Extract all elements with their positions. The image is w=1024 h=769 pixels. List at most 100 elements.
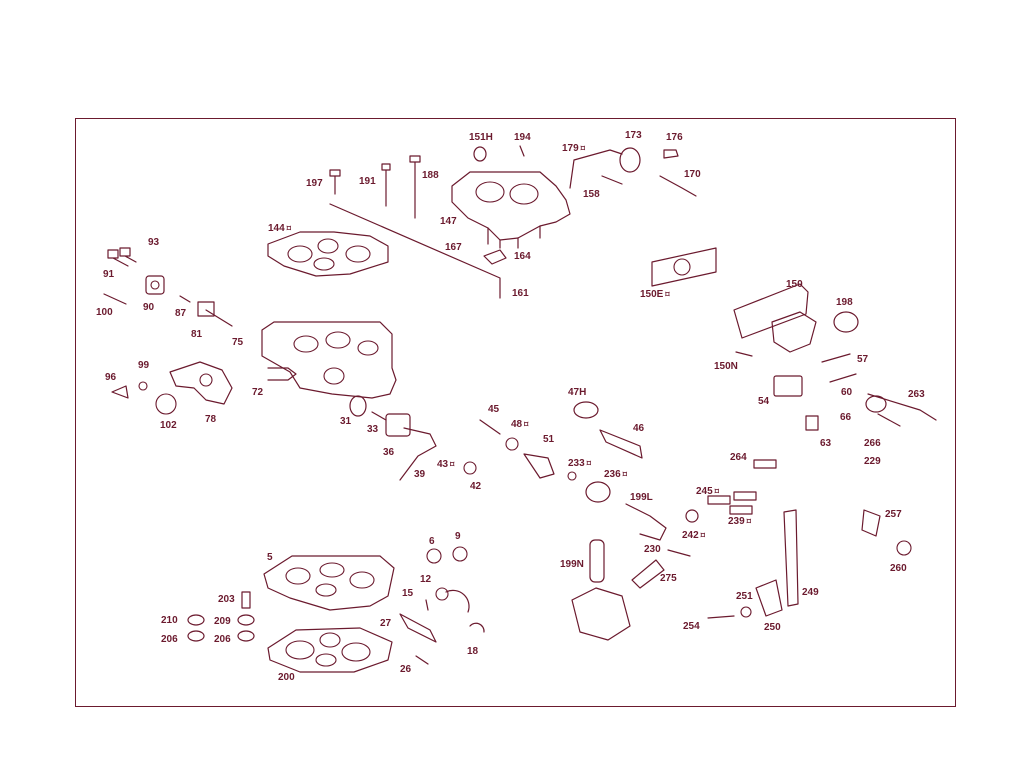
label-275: 275 (660, 573, 677, 584)
label-5: 5 (267, 552, 273, 563)
label-257: 257 (885, 509, 902, 520)
variant-symbol-icon: ⌑ (622, 470, 627, 479)
label-150: 150 (786, 279, 803, 290)
label-199n: 199N (560, 559, 584, 570)
label-18: 18 (467, 646, 479, 657)
label-250: 250 (764, 622, 781, 633)
label-93: 93 (148, 237, 160, 248)
label-9: 9 (455, 531, 461, 542)
label-96: 96 (105, 372, 117, 383)
variant-symbol-icon: ⌑ (524, 420, 529, 429)
label-99: 99 (138, 360, 150, 371)
label-263: 263 (908, 389, 925, 400)
label-48: 48⌑ (511, 419, 529, 430)
label-102: 102 (160, 420, 177, 431)
cover-screws (329, 155, 501, 299)
variant-symbol-icon: ⌑ (450, 460, 455, 469)
label-75: 75 (232, 337, 244, 348)
label-161: 161 (512, 288, 529, 299)
label-100: 100 (96, 307, 113, 318)
right-small-parts (773, 353, 937, 431)
label-209: 209 (214, 616, 231, 627)
variant-symbol-icon: ⌑ (586, 459, 591, 468)
bracket-parts (707, 509, 912, 619)
label-233: 233⌑ (568, 458, 591, 469)
left-small-parts (103, 247, 233, 327)
label-60: 60 (841, 387, 853, 398)
throttle-linkage (111, 361, 233, 415)
label-12: 12 (420, 574, 432, 585)
label-191: 191 (359, 176, 376, 187)
label-245: 245⌑ (696, 486, 719, 497)
label-42: 42 (470, 481, 482, 492)
label-210: 210 (161, 615, 178, 626)
label-54: 54 (758, 396, 770, 407)
washers (187, 591, 255, 642)
label-199l: 199L (630, 492, 653, 503)
variant-symbol-icon: ⌑ (580, 144, 585, 153)
label-43: 43⌑ (437, 459, 455, 470)
label-200: 200 (278, 672, 295, 683)
label-150e: 150E⌑ (640, 289, 670, 300)
label-176: 176 (666, 132, 683, 143)
label-36: 36 (383, 447, 395, 458)
label-198: 198 (836, 297, 853, 308)
label-33: 33 (367, 424, 379, 435)
label-87: 87 (175, 308, 187, 319)
label-249: 249 (802, 587, 819, 598)
label-31: 31 (340, 416, 352, 427)
label-206-left: 206 (161, 634, 178, 645)
label-57: 57 (857, 354, 869, 365)
label-251: 251 (736, 591, 753, 602)
label-91: 91 (103, 269, 115, 280)
label-254: 254 (683, 621, 700, 632)
base-gasket (267, 627, 393, 673)
top-right-pieces (473, 145, 697, 265)
label-66: 66 (840, 412, 852, 423)
label-27: 27 (380, 618, 392, 629)
label-144: 144⌑ (268, 223, 291, 234)
label-167: 167 (445, 242, 462, 253)
carburetor-cover (451, 171, 571, 249)
accelerator-pump-parts (399, 546, 485, 665)
label-26: 26 (400, 664, 412, 675)
variant-symbol-icon: ⌑ (746, 517, 751, 526)
label-206-right: 206 (214, 634, 231, 645)
label-45: 45 (488, 404, 500, 415)
label-229: 229 (864, 456, 881, 467)
label-46: 46 (633, 423, 645, 434)
diagram-frame (75, 118, 956, 707)
label-239: 239⌑ (728, 516, 751, 527)
label-150n: 150N (714, 361, 738, 372)
upper-gasket (267, 231, 389, 277)
label-197: 197 (306, 178, 323, 189)
label-151h: 151H (469, 132, 493, 143)
label-51: 51 (543, 434, 555, 445)
label-266: 266 (864, 438, 881, 449)
label-236: 236⌑ (604, 469, 627, 480)
label-260: 260 (890, 563, 907, 574)
label-179: 179⌑ (562, 143, 585, 154)
choke-plate (651, 247, 717, 287)
label-47h: 47H (568, 387, 587, 398)
label-164: 164 (514, 251, 531, 262)
label-194: 194 (514, 132, 531, 143)
throttle-body (263, 555, 395, 611)
label-203: 203 (218, 594, 235, 605)
fuel-pump (571, 539, 691, 641)
label-90: 90 (143, 302, 155, 313)
jet-row (585, 459, 777, 541)
label-173: 173 (625, 130, 642, 141)
variant-symbol-icon: ⌑ (714, 487, 719, 496)
variant-symbol-icon: ⌑ (665, 290, 670, 299)
variant-symbol-icon: ⌑ (286, 224, 291, 233)
label-188: 188 (422, 170, 439, 181)
label-81: 81 (191, 329, 203, 340)
label-72: 72 (252, 387, 264, 398)
middle-fittings (349, 395, 643, 481)
label-147: 147 (440, 216, 457, 227)
carburetor-body (261, 321, 397, 399)
label-230: 230 (644, 544, 661, 555)
choke-assembly (733, 283, 859, 357)
